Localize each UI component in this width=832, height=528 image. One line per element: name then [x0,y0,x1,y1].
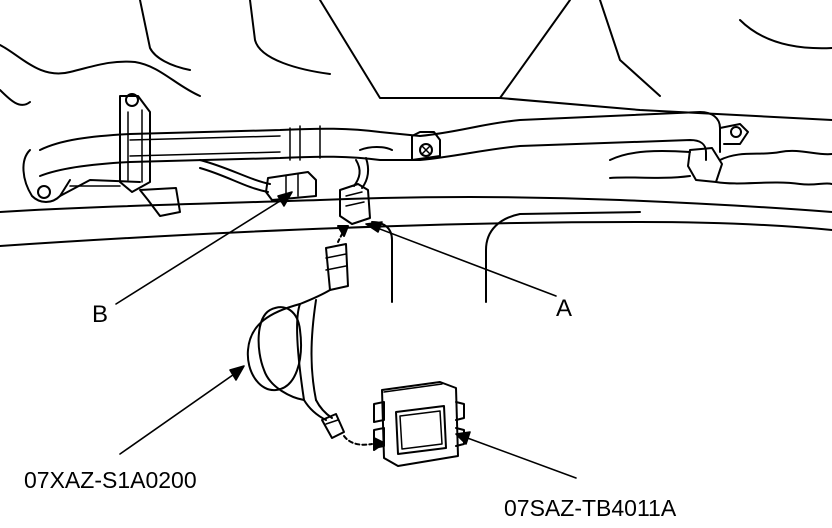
callout-b-label: B [92,301,108,328]
leader-lines [115,191,577,479]
callout-a-label: A [556,295,572,322]
test-harness [246,225,385,451]
tester-box [373,381,465,467]
connector-b [265,171,317,201]
vehicle-body [0,0,832,303]
connector-a [339,183,371,225]
harness-part-number: 07XAZ-S1A0200 [24,467,197,493]
tube-assembly [22,93,832,217]
vehicle-harness [199,146,393,225]
tester-part-number: 07SAZ-TB4011A [504,495,677,521]
